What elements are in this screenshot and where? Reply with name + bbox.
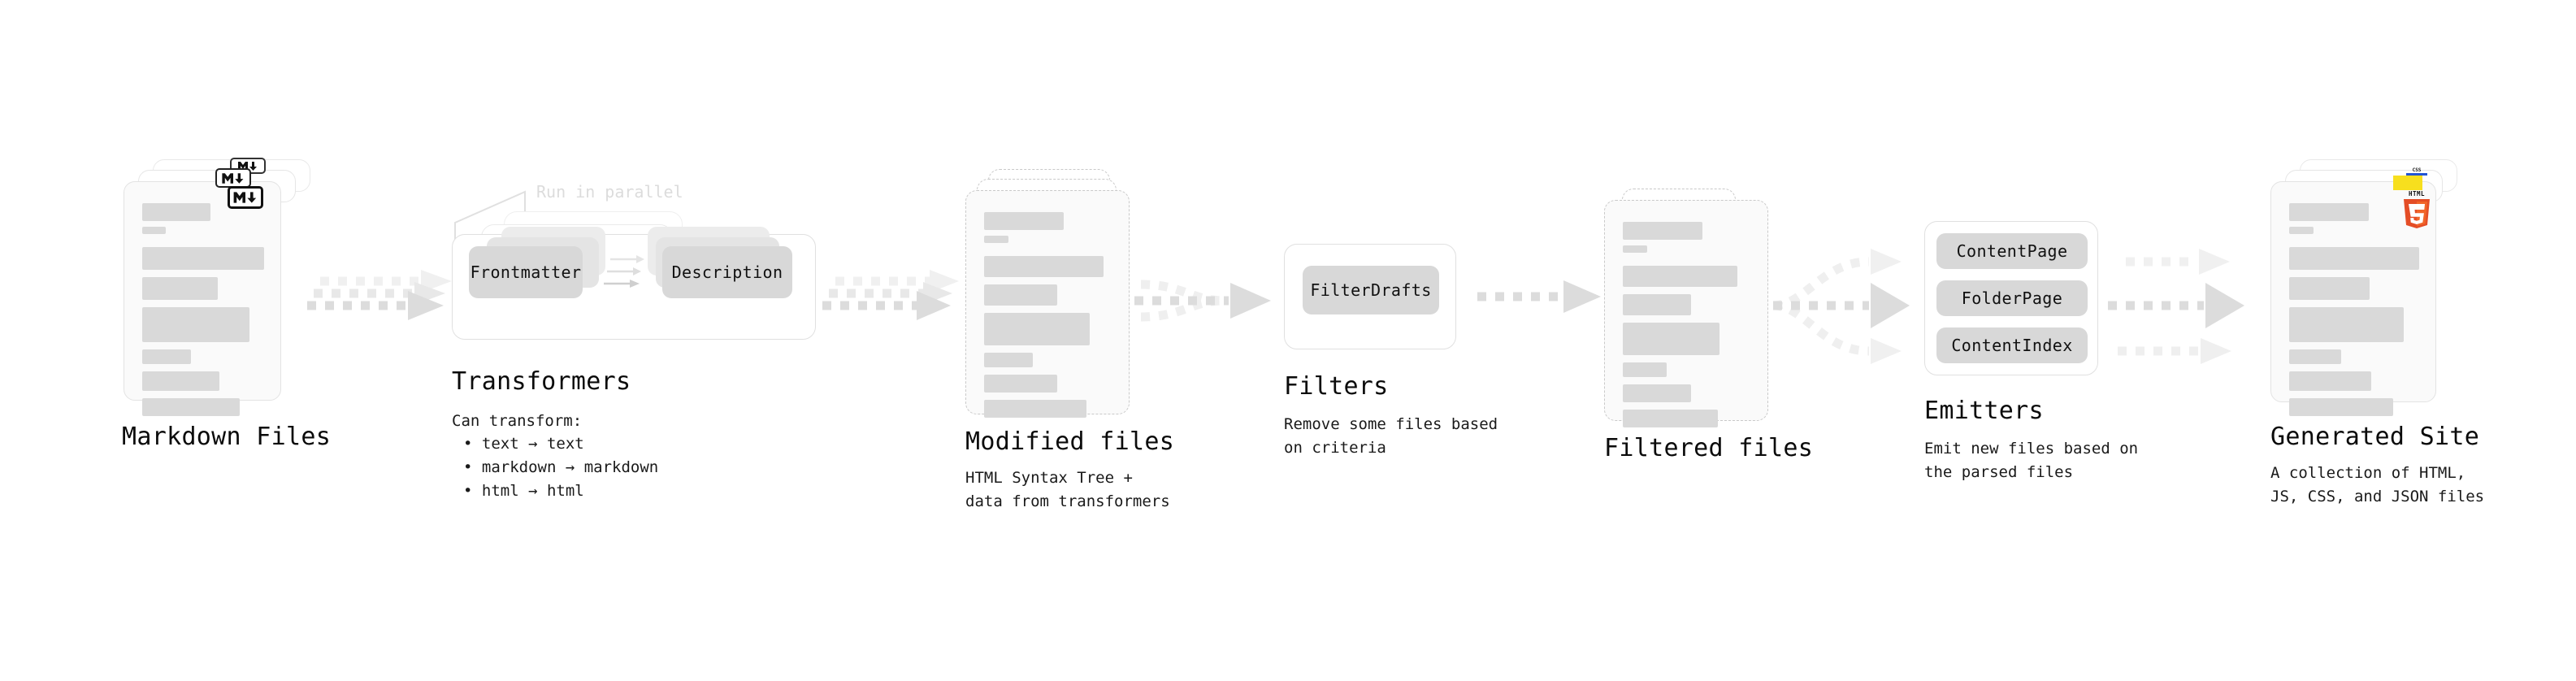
stage-subtitle: Emit new files based on the parsed files xyxy=(1924,440,2139,481)
js-icon xyxy=(2393,176,2422,190)
placeholder-line xyxy=(142,371,219,391)
connector-markdown-to-transformers xyxy=(307,268,462,361)
site-card-lines xyxy=(2289,203,2419,423)
emitter-chip-contentindex[interactable]: ContentIndex xyxy=(1936,327,2088,363)
transformer-bullet-2: • html → html xyxy=(463,482,584,500)
connector-modified-to-filters xyxy=(1134,260,1289,361)
markdown-icon xyxy=(215,168,251,188)
stage-subtitle: A collection of HTML, JS, CSS, and JSON … xyxy=(2270,464,2485,505)
generated-site-stack: CSS HTML xyxy=(2270,159,2457,416)
placeholder-line xyxy=(2289,227,2314,234)
markdown-file-stack xyxy=(124,158,310,416)
stage-title: Filters xyxy=(1284,372,1389,401)
transformer-chip-description[interactable]: Description xyxy=(662,246,792,298)
transformer-bullet-0: • text → text xyxy=(463,435,584,453)
chip-label: ContentIndex xyxy=(1951,336,2073,355)
placeholder-line xyxy=(2289,349,2341,364)
emitter-chip-folderpage[interactable]: FolderPage xyxy=(1936,280,2088,316)
placeholder-line xyxy=(1623,245,1648,253)
stage-modified-files: Modified files HTML Syntax Tree + data f… xyxy=(965,169,1174,510)
placeholder-line xyxy=(984,353,1034,367)
html5-icon: HTML xyxy=(2399,189,2435,229)
placeholder-line xyxy=(142,398,240,416)
modified-card-lines xyxy=(984,212,1112,425)
placeholder-line xyxy=(984,236,1009,243)
emitter-chip-contentpage[interactable]: ContentPage xyxy=(1936,233,2088,269)
placeholder-line xyxy=(142,227,166,234)
placeholder-line xyxy=(984,313,1090,345)
chip-label: Frontmatter xyxy=(470,262,582,282)
placeholder-line xyxy=(2289,307,2404,342)
filtered-file-stack xyxy=(1604,189,1775,432)
placeholder-line xyxy=(142,247,264,270)
svg-text:HTML: HTML xyxy=(2409,190,2425,197)
markdown-card-lines xyxy=(142,203,264,423)
transformer-inner-arrows xyxy=(599,251,656,311)
placeholder-line xyxy=(2289,247,2419,270)
placeholder-line xyxy=(984,284,1058,306)
chip-label: FilterDrafts xyxy=(1310,280,1432,300)
stage-title: Markdown Files xyxy=(122,423,332,451)
placeholder-line xyxy=(1623,323,1720,355)
stage-subtitle: Remove some files based on criteria xyxy=(1284,415,1498,457)
placeholder-line xyxy=(1623,266,1737,287)
placeholder-line xyxy=(142,349,191,364)
stage-title: Modified files xyxy=(965,427,1175,456)
placeholder-line xyxy=(1623,410,1718,427)
placeholder-line xyxy=(142,307,249,342)
connector-filters-to-filtered xyxy=(1477,276,1607,328)
placeholder-line xyxy=(2289,371,2371,391)
placeholder-line xyxy=(2289,203,2369,221)
placeholder-line xyxy=(2289,277,2370,300)
modified-card-front xyxy=(965,190,1130,418)
markdown-card-front xyxy=(124,181,281,416)
stage-markdown-files: Markdown Files xyxy=(122,158,331,451)
run-in-parallel-brace xyxy=(450,184,548,252)
chip-label: ContentPage xyxy=(1956,241,2068,261)
connector-filtered-to-emitters xyxy=(1772,232,1928,382)
placeholder-line xyxy=(142,277,218,300)
stage-title: Transformers xyxy=(452,367,631,396)
connector-transformers-to-modified xyxy=(822,268,969,361)
filtered-card-front xyxy=(1604,200,1768,427)
transformer-chip-frontmatter[interactable]: Frontmatter xyxy=(469,246,583,298)
placeholder-line xyxy=(142,203,210,221)
svg-text:CSS: CSS xyxy=(2413,167,2422,173)
run-in-parallel-label: Run in parallel xyxy=(536,182,683,202)
placeholder-line xyxy=(1623,294,1691,315)
placeholder-line xyxy=(1623,362,1667,377)
placeholder-line xyxy=(984,375,1058,393)
stage-subtitle: HTML Syntax Tree + data from transformer… xyxy=(965,469,1170,510)
connector-emitters-to-site xyxy=(2108,232,2262,382)
filters-group: FilterDrafts xyxy=(1284,244,1456,349)
stage-title: Filtered files xyxy=(1604,434,1814,462)
placeholder-line xyxy=(1623,222,1702,240)
placeholder-line xyxy=(984,212,1064,230)
modified-file-stack xyxy=(965,169,1136,421)
filtered-card-lines xyxy=(1623,222,1751,435)
placeholder-line xyxy=(2289,398,2393,416)
filter-chip-filterdrafts[interactable]: FilterDrafts xyxy=(1303,266,1439,314)
chip-label: Description xyxy=(671,262,783,282)
stage-title: Generated Site xyxy=(2270,423,2480,451)
stage-filtered-files: Filtered files xyxy=(1604,189,1813,462)
placeholder-line xyxy=(1623,384,1691,402)
stage-title: Emitters xyxy=(1924,397,2044,425)
placeholder-line xyxy=(984,256,1104,277)
stage-generated-site: CSS HTML Generated Site A collection of … xyxy=(2270,159,2484,505)
emitters-group: ContentPage FolderPage ContentIndex xyxy=(1924,221,2098,375)
transformer-group-front: Frontmatter Description xyxy=(452,227,816,340)
chip-label: FolderPage xyxy=(1961,288,2063,308)
placeholder-line xyxy=(984,400,1087,418)
markdown-icon xyxy=(228,186,263,209)
transformer-bullet-1: • markdown → markdown xyxy=(463,458,659,476)
css-icon: CSS xyxy=(2405,165,2429,180)
stage-subtitle: Can transform: xyxy=(452,412,583,430)
